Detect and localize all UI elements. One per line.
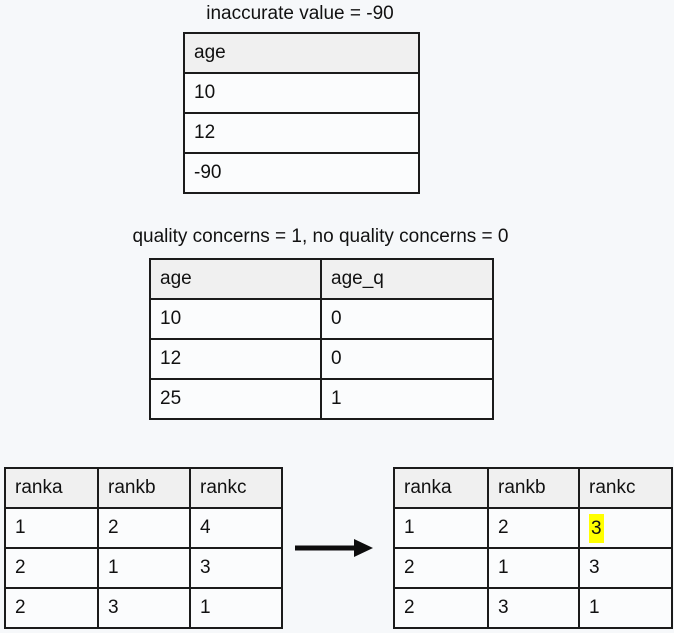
col-header-ranka: ranka <box>393 467 489 509</box>
table-cell-highlighted: 3 <box>578 507 673 549</box>
quality-flag-caption: quality concerns = 1, no quality concern… <box>132 226 509 247</box>
inaccurate-value-caption: inaccurate value = -90 <box>206 3 394 24</box>
col-header-age-q: age_q <box>320 258 494 300</box>
table-cell: 3 <box>189 547 283 589</box>
table-cell: 1 <box>4 507 99 549</box>
table-cell: 2 <box>4 587 99 629</box>
table-cell: 2 <box>393 587 489 629</box>
table-cell: 0 <box>320 298 494 340</box>
col-header-rankb: rankb <box>487 467 580 509</box>
col-header-rankb: rankb <box>97 467 191 509</box>
table-cell: 10 <box>149 298 322 340</box>
col-header-rankc: rankc <box>189 467 283 509</box>
table-cell: 0 <box>320 338 494 380</box>
arrow-right-icon <box>295 539 373 557</box>
table-cell: 2 <box>393 547 489 589</box>
table-cell: 3 <box>97 587 191 629</box>
col-header-rankc: rankc <box>578 467 673 509</box>
table-cell: 4 <box>189 507 283 549</box>
rank-table-after: ranka rankb rankc 1 2 3 2 1 3 2 3 1 <box>393 467 673 629</box>
highlighted-value: 3 <box>589 513 604 543</box>
age-quality-table: age age_q 10 0 12 0 25 1 <box>149 258 494 420</box>
table-cell: 12 <box>149 338 322 380</box>
table-cell: 12 <box>183 112 420 154</box>
table-cell: 2 <box>487 507 580 549</box>
col-header-age: age <box>149 258 322 300</box>
table-cell: 1 <box>578 587 673 629</box>
rank-table-before: ranka rankb rankc 1 2 4 2 1 3 2 3 1 <box>4 467 283 629</box>
table-cell: 3 <box>487 587 580 629</box>
col-header-ranka: ranka <box>4 467 99 509</box>
table-cell: 2 <box>4 547 99 589</box>
table-cell: 1 <box>189 587 283 629</box>
table-cell: 1 <box>320 378 494 420</box>
table-cell-inaccurate-value: -90 <box>183 152 420 194</box>
table-cell: 10 <box>183 72 420 114</box>
table-cell: 1 <box>487 547 580 589</box>
table-cell: 1 <box>393 507 489 549</box>
table-cell: 25 <box>149 378 322 420</box>
col-header-age: age <box>183 32 420 74</box>
table-cell: 3 <box>578 547 673 589</box>
table-cell: 1 <box>97 547 191 589</box>
age-table: age 10 12 -90 <box>183 32 420 194</box>
table-cell: 2 <box>97 507 191 549</box>
